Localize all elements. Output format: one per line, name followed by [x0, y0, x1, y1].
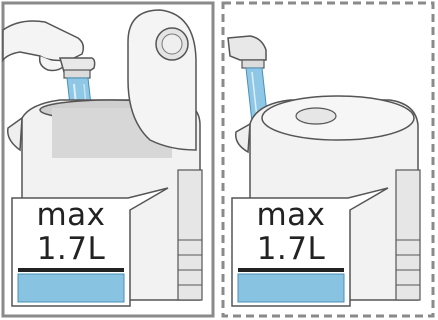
max-label-line2: 1.7L: [15, 232, 127, 266]
kettle-lid-open-illustration: [0, 0, 218, 320]
max-capacity-label: max 1.7L: [15, 198, 127, 266]
panel-right-lid-closed: max 1.7L: [220, 0, 438, 320]
lid-button: [296, 108, 336, 124]
panel-left-lid-open: max 1.7L: [0, 0, 218, 320]
water-level-bar: [238, 274, 344, 302]
max-label-line1: max: [15, 198, 127, 232]
max-capacity-label: max 1.7L: [235, 198, 347, 266]
max-level-line: [238, 268, 344, 272]
max-label-line2: 1.7L: [235, 232, 347, 266]
faucet-icon: [60, 58, 95, 78]
max-label-line1: max: [235, 198, 347, 232]
closed-lid: [262, 96, 414, 140]
max-level-line: [18, 268, 124, 272]
kettle-lid-closed-illustration: [220, 0, 438, 320]
water-level-bar: [18, 274, 124, 302]
